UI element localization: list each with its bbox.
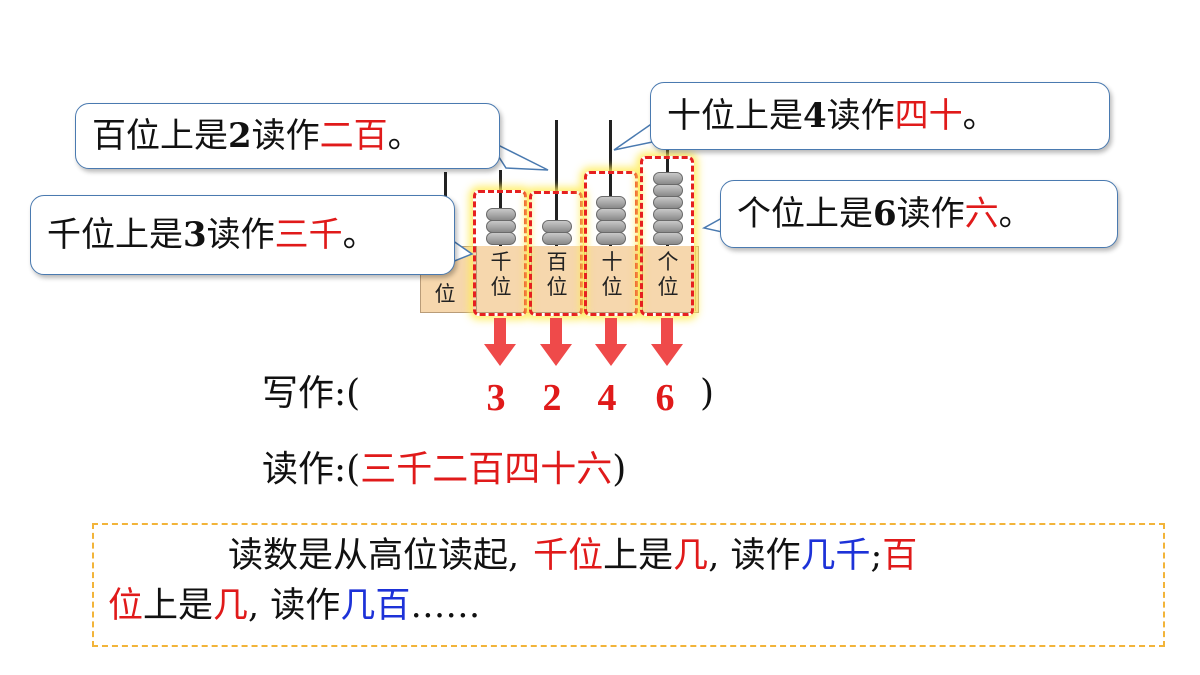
summary-text: , 读作 bbox=[248, 586, 341, 626]
callout-mid: 读作 bbox=[896, 194, 965, 234]
callout-reading: 六 bbox=[964, 194, 999, 234]
abacus-cell bbox=[476, 246, 530, 311]
column-label-tens: 十位 bbox=[601, 250, 623, 299]
callout-digit: 6 bbox=[873, 194, 897, 234]
column-label-hundreds: 百位 bbox=[546, 250, 568, 299]
write-digit-ones: 6 bbox=[655, 377, 675, 419]
summary-ji-thousand: 几千 bbox=[800, 536, 871, 576]
callout-reading: 四十 bbox=[894, 96, 963, 136]
summary-text: 上是 bbox=[143, 586, 214, 626]
highlight-hundreds bbox=[529, 191, 583, 316]
callout-prefix: 十位上是 bbox=[667, 96, 803, 136]
column-label-ones: 个位 bbox=[657, 250, 679, 299]
callout-end: 。 bbox=[998, 194, 1033, 234]
write-digit-hundreds: 2 bbox=[542, 377, 562, 419]
down-arrow-icon bbox=[595, 318, 627, 366]
abacus-bead bbox=[596, 196, 626, 209]
summary-line-1: 读数是从高位读起, 千位上是几, 读作几千;百 bbox=[108, 531, 1149, 581]
down-arrow-icon bbox=[540, 318, 572, 366]
summary-line-2: 位上是几, 读作几百…… bbox=[108, 581, 1149, 631]
callout-prefix: 个位上是 bbox=[737, 194, 873, 234]
summary-box: 读数是从高位读起,千位上是几, 读作几千;百 位上是几, 读作几百…… bbox=[92, 523, 1165, 647]
highlight-tens bbox=[584, 171, 638, 316]
summary-intro: 读数是从高位读起, bbox=[228, 536, 520, 576]
summary-ellipsis: …… bbox=[410, 586, 481, 626]
read-close: ) bbox=[612, 449, 627, 490]
highlight-thousands bbox=[473, 190, 527, 316]
callout-mid: 读作 bbox=[206, 215, 275, 255]
read-value: 三千二百四十六 bbox=[360, 449, 613, 490]
partial-column-label: 位 bbox=[434, 282, 456, 306]
rod-hundreds bbox=[555, 120, 558, 246]
callout-digit: 3 bbox=[183, 215, 207, 255]
abacus-bead bbox=[542, 220, 572, 233]
highlight-ones bbox=[640, 156, 694, 316]
callout-mid: 读作 bbox=[826, 96, 895, 136]
abacus-cell bbox=[642, 246, 696, 311]
write-digit-tens: 4 bbox=[597, 377, 617, 419]
summary-ji-hundred: 几百 bbox=[340, 586, 411, 626]
summary-text: ; bbox=[870, 536, 883, 576]
abacus-cell bbox=[586, 246, 640, 311]
summary-thousands-place: 千位 bbox=[533, 536, 604, 576]
write-digit-thousands: 3 bbox=[486, 377, 506, 419]
summary-hundreds-place: 位 bbox=[108, 586, 144, 626]
read-label: 读作:( bbox=[262, 449, 361, 490]
summary-ji: 几 bbox=[673, 536, 709, 576]
column-label-thousands: 千位 bbox=[490, 250, 512, 299]
callout-reading: 二百 bbox=[319, 116, 388, 156]
write-close: ) bbox=[700, 373, 715, 414]
write-label: 写作:( bbox=[262, 373, 361, 414]
down-arrow-icon bbox=[651, 318, 683, 366]
callout-digit: 2 bbox=[228, 116, 252, 156]
callout-reading: 三千 bbox=[274, 215, 343, 255]
callout-end: 。 bbox=[387, 116, 422, 156]
callout-mid: 读作 bbox=[251, 116, 320, 156]
abacus-bead bbox=[653, 172, 683, 185]
summary-hundreds-place: 百 bbox=[882, 536, 918, 576]
rod-tens bbox=[609, 120, 612, 246]
callout-prefix: 百位上是 bbox=[92, 116, 228, 156]
summary-ji: 几 bbox=[213, 586, 249, 626]
read-row: 读作:(三千二百四十六) bbox=[262, 452, 626, 488]
callout-end: 。 bbox=[962, 96, 997, 136]
summary-text: 上是 bbox=[603, 536, 674, 576]
callout-end: 。 bbox=[342, 215, 377, 255]
abacus-bead bbox=[486, 208, 516, 221]
callout-prefix: 千位上是 bbox=[47, 215, 183, 255]
down-arrow-icon bbox=[484, 318, 516, 366]
callout-digit: 4 bbox=[803, 96, 827, 136]
summary-text: , 读作 bbox=[708, 536, 801, 576]
